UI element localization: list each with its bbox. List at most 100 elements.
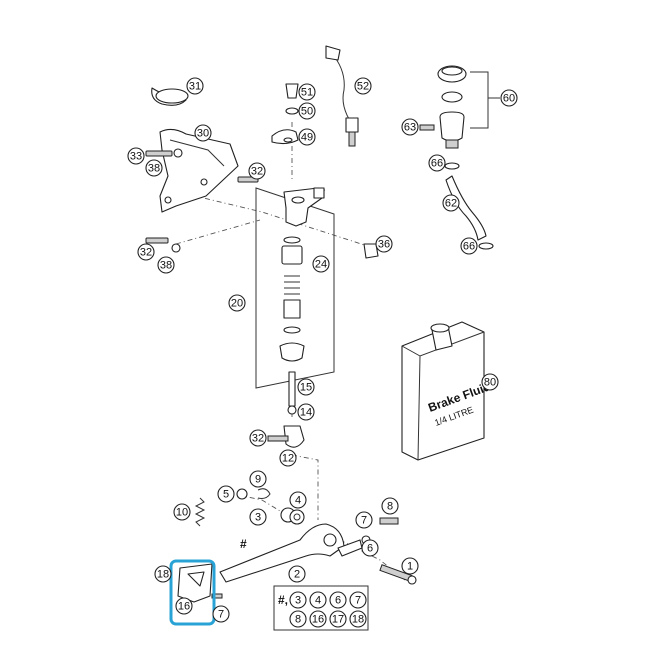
callout-circle — [361, 539, 379, 557]
callout-32: 32 — [137, 243, 155, 261]
kit-circle — [329, 610, 347, 628]
callout-number: 10 — [176, 507, 188, 519]
fluid-reservoir-60 — [437, 65, 467, 149]
callout-9: 9 — [249, 470, 267, 488]
callout-66: 66 — [460, 237, 478, 255]
callout-number: 4 — [295, 495, 301, 507]
callout-20: 20 — [228, 294, 246, 312]
callout-number: 66 — [463, 241, 475, 253]
callout-number: 20 — [231, 298, 243, 310]
callout-circle — [137, 243, 155, 261]
kit-prefix: #, — [278, 593, 288, 607]
callout-5: 5 — [217, 485, 235, 503]
callout-circle — [249, 429, 267, 447]
kit-number: 16 — [312, 614, 324, 626]
kit-circle — [349, 610, 367, 628]
brake-light-switch-52 — [325, 45, 359, 147]
callout-number: 36 — [378, 239, 390, 251]
callout-circle — [157, 256, 175, 274]
brake-fluid-container-80 — [401, 321, 485, 461]
callout-number: 6 — [367, 543, 373, 555]
reservoir-hose-62 — [444, 162, 494, 250]
callout-circle — [173, 503, 191, 521]
callout-circle — [375, 235, 393, 253]
callout-number: 3 — [255, 512, 261, 524]
callout-number: 7 — [361, 515, 367, 527]
callout-15: 15 — [297, 378, 315, 396]
callout-63: 63 — [401, 118, 419, 136]
callout-52: 52 — [354, 77, 372, 95]
callout-12: 12 — [279, 449, 297, 467]
callout-circle — [354, 77, 372, 95]
callout-1: 1 — [401, 557, 419, 575]
kit-number: 8 — [295, 614, 301, 626]
callout-circle — [212, 605, 230, 623]
push-rod-15 — [267, 371, 305, 448]
callout-circle — [145, 159, 163, 177]
callout-circle — [297, 403, 315, 421]
pivot-small-parts — [236, 488, 305, 525]
callout-number: 63 — [404, 122, 416, 134]
callout-circle — [312, 255, 330, 273]
callout-circle — [249, 508, 267, 526]
callout-30: 30 — [194, 124, 212, 142]
mounting-bracket-30 — [159, 128, 239, 213]
callout-circle — [186, 77, 204, 95]
kit-number: 3 — [295, 595, 301, 607]
callout-circle — [154, 565, 172, 583]
callout-circle — [401, 118, 419, 136]
callout-circle — [297, 378, 315, 396]
callout-number: 16 — [178, 601, 190, 613]
banjo-fittings — [271, 83, 299, 145]
kit-circle — [349, 591, 367, 609]
callout-32: 32 — [249, 429, 267, 447]
callout-number: 1 — [407, 561, 413, 573]
callout-number: 60 — [503, 93, 515, 105]
callout-number: 50 — [301, 106, 313, 118]
kit-number: 4 — [315, 595, 321, 607]
kit-number: 6 — [335, 595, 341, 607]
callout-circle — [228, 294, 246, 312]
callout-circle — [175, 597, 193, 615]
callout-number: 32 — [140, 247, 152, 259]
callout-circle — [298, 102, 316, 120]
callout-circle — [248, 162, 266, 180]
callout-circle — [442, 194, 460, 212]
callout-circle — [401, 557, 419, 575]
callout-8: 8 — [381, 497, 399, 515]
callout-62: 62 — [442, 194, 460, 212]
callout-circle — [279, 449, 297, 467]
callout-number: 49 — [301, 132, 313, 144]
kit-circle — [289, 610, 307, 628]
callout-number: 31 — [189, 81, 201, 93]
callout-36: 36 — [375, 235, 393, 253]
callout-number: 15 — [300, 382, 312, 394]
callout-number: 62 — [445, 198, 457, 210]
callout-4: 4 — [289, 491, 307, 509]
kit-row-2: 8 16 17 18 — [289, 610, 367, 628]
callout-number: 12 — [282, 453, 294, 465]
callout-33: 33 — [127, 147, 145, 165]
callout-number: 33 — [130, 151, 142, 163]
callout-circle — [500, 89, 518, 107]
callout-number: 80 — [484, 377, 496, 389]
bolt-63 — [419, 124, 435, 131]
callout-circle — [194, 124, 212, 142]
callout-number: 24 — [315, 259, 327, 271]
return-spring-10 — [194, 497, 206, 527]
kit-number: 18 — [352, 614, 364, 626]
kit-circle — [309, 610, 327, 628]
callout-14: 14 — [297, 403, 315, 421]
callout-circle — [481, 373, 499, 391]
callout-number: 51 — [301, 87, 313, 99]
callout-circle — [381, 497, 399, 515]
callout-66: 66 — [428, 154, 446, 172]
kit-number: 17 — [332, 614, 344, 626]
master-cylinder-20 — [279, 187, 325, 362]
callout-number: 14 — [300, 407, 312, 419]
callout-circle — [289, 491, 307, 509]
callout-circle — [355, 511, 373, 529]
callout-31: 31 — [186, 77, 204, 95]
callout-circle — [428, 154, 446, 172]
